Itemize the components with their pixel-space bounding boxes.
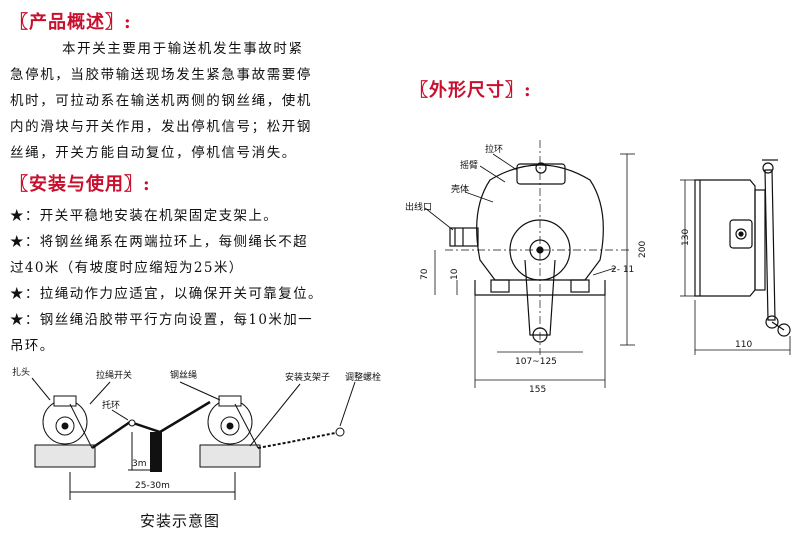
right-switch-hub bbox=[220, 416, 240, 436]
label-pull-ring: 托环 bbox=[102, 399, 120, 411]
wire-rope bbox=[91, 400, 211, 450]
label-bracket: 安装支架子 bbox=[285, 371, 330, 383]
overview-heading: 〖产品概述〗: bbox=[10, 12, 132, 33]
left-switch-hub bbox=[55, 416, 75, 436]
right-switch-body bbox=[207, 399, 253, 445]
label-shell: 壳体 bbox=[451, 183, 469, 195]
dim-110: 110 bbox=[735, 340, 752, 350]
dim-130: 130 bbox=[681, 229, 691, 246]
left-switch-body bbox=[42, 399, 88, 445]
diagram-caption: 安装示意图 bbox=[140, 512, 221, 530]
dim-70: 70 bbox=[420, 268, 430, 280]
label-height: 3m bbox=[132, 459, 147, 469]
install-line: ★：开关平稳地安装在机架固定支架上。 bbox=[10, 208, 279, 224]
install-instructions: ★：开关平稳地安装在机架固定支架上。 ★：将钢丝绳系在两端拉环上，每侧绳长不超 … bbox=[10, 203, 380, 359]
install-line: ★：将钢丝绳系在两端拉环上，每侧绳长不超 bbox=[10, 234, 308, 250]
label-span: 25-30m bbox=[135, 481, 170, 491]
installation-diagram: 扎头 拉绳开关 托环 钢丝绳 安装支架子 调整螺栓 3m 25-30m bbox=[12, 366, 381, 500]
side-view-drawing: 130 110 bbox=[680, 159, 791, 355]
side-arm bbox=[764, 169, 776, 321]
overview-line: 机时，可拉动系在输送机两侧的钢丝绳，使机 bbox=[10, 93, 312, 109]
label-pull-switch: 拉绳开关 bbox=[96, 369, 132, 381]
left-base bbox=[34, 444, 96, 468]
switch-housing bbox=[476, 164, 604, 281]
dim-2-11: 2- 11 bbox=[611, 265, 634, 275]
install-heading: 〖安装与使用〗: bbox=[10, 174, 151, 195]
swing-arm bbox=[516, 163, 566, 185]
overview-line: 内的滑块与开关作用，发出停机信号；松开钢 bbox=[10, 119, 312, 135]
install-line: 过40米（有坡度时应缩短为25米） bbox=[10, 260, 244, 276]
install-line: ★：钢丝绳沿胶带平行方向设置，每10米加一 bbox=[10, 312, 314, 328]
dim-107-125: 107~125 bbox=[515, 357, 557, 367]
label-knot: 扎头 bbox=[12, 366, 30, 378]
support-post bbox=[150, 432, 162, 472]
label-swing-arm: 摇臂 bbox=[460, 159, 478, 171]
dim-200: 200 bbox=[638, 241, 648, 258]
dim-10: 10 bbox=[450, 268, 460, 280]
overview-line: 本开关主要用于输送机发生事故时紧 bbox=[62, 41, 304, 57]
dimensions-heading: 〖外形尺寸〗: bbox=[410, 80, 532, 101]
label-wire-rope: 钢丝绳 bbox=[170, 369, 197, 381]
overview-line: 急停机，当胶带输送现场发生紧急事故需要停 bbox=[10, 67, 312, 83]
install-line: 吊环。 bbox=[10, 338, 55, 354]
right-base bbox=[199, 444, 261, 468]
overview-line: 丝绳，开关方能自动复位，停机信号消失。 bbox=[10, 145, 297, 161]
overview-paragraph: 本开关主要用于输送机发生事故时紧 急停机，当胶带输送现场发生紧急事故需要停 机时… bbox=[10, 36, 312, 166]
front-view-drawing: 拉环 摇臂 壳体 出线口 70 10 200 2- 11 107~125 155 bbox=[405, 140, 648, 395]
label-adjust-bolt: 调整螺栓 bbox=[345, 371, 381, 383]
label-front-pull-ring: 拉环 bbox=[485, 143, 503, 155]
dim-155: 155 bbox=[529, 385, 546, 395]
install-line: ★：拉绳动作力应适宜，以确保开关可靠复位。 bbox=[10, 286, 323, 302]
label-outlet: 出线口 bbox=[405, 201, 432, 213]
side-housing bbox=[694, 179, 756, 297]
cable-outlet bbox=[449, 227, 479, 247]
